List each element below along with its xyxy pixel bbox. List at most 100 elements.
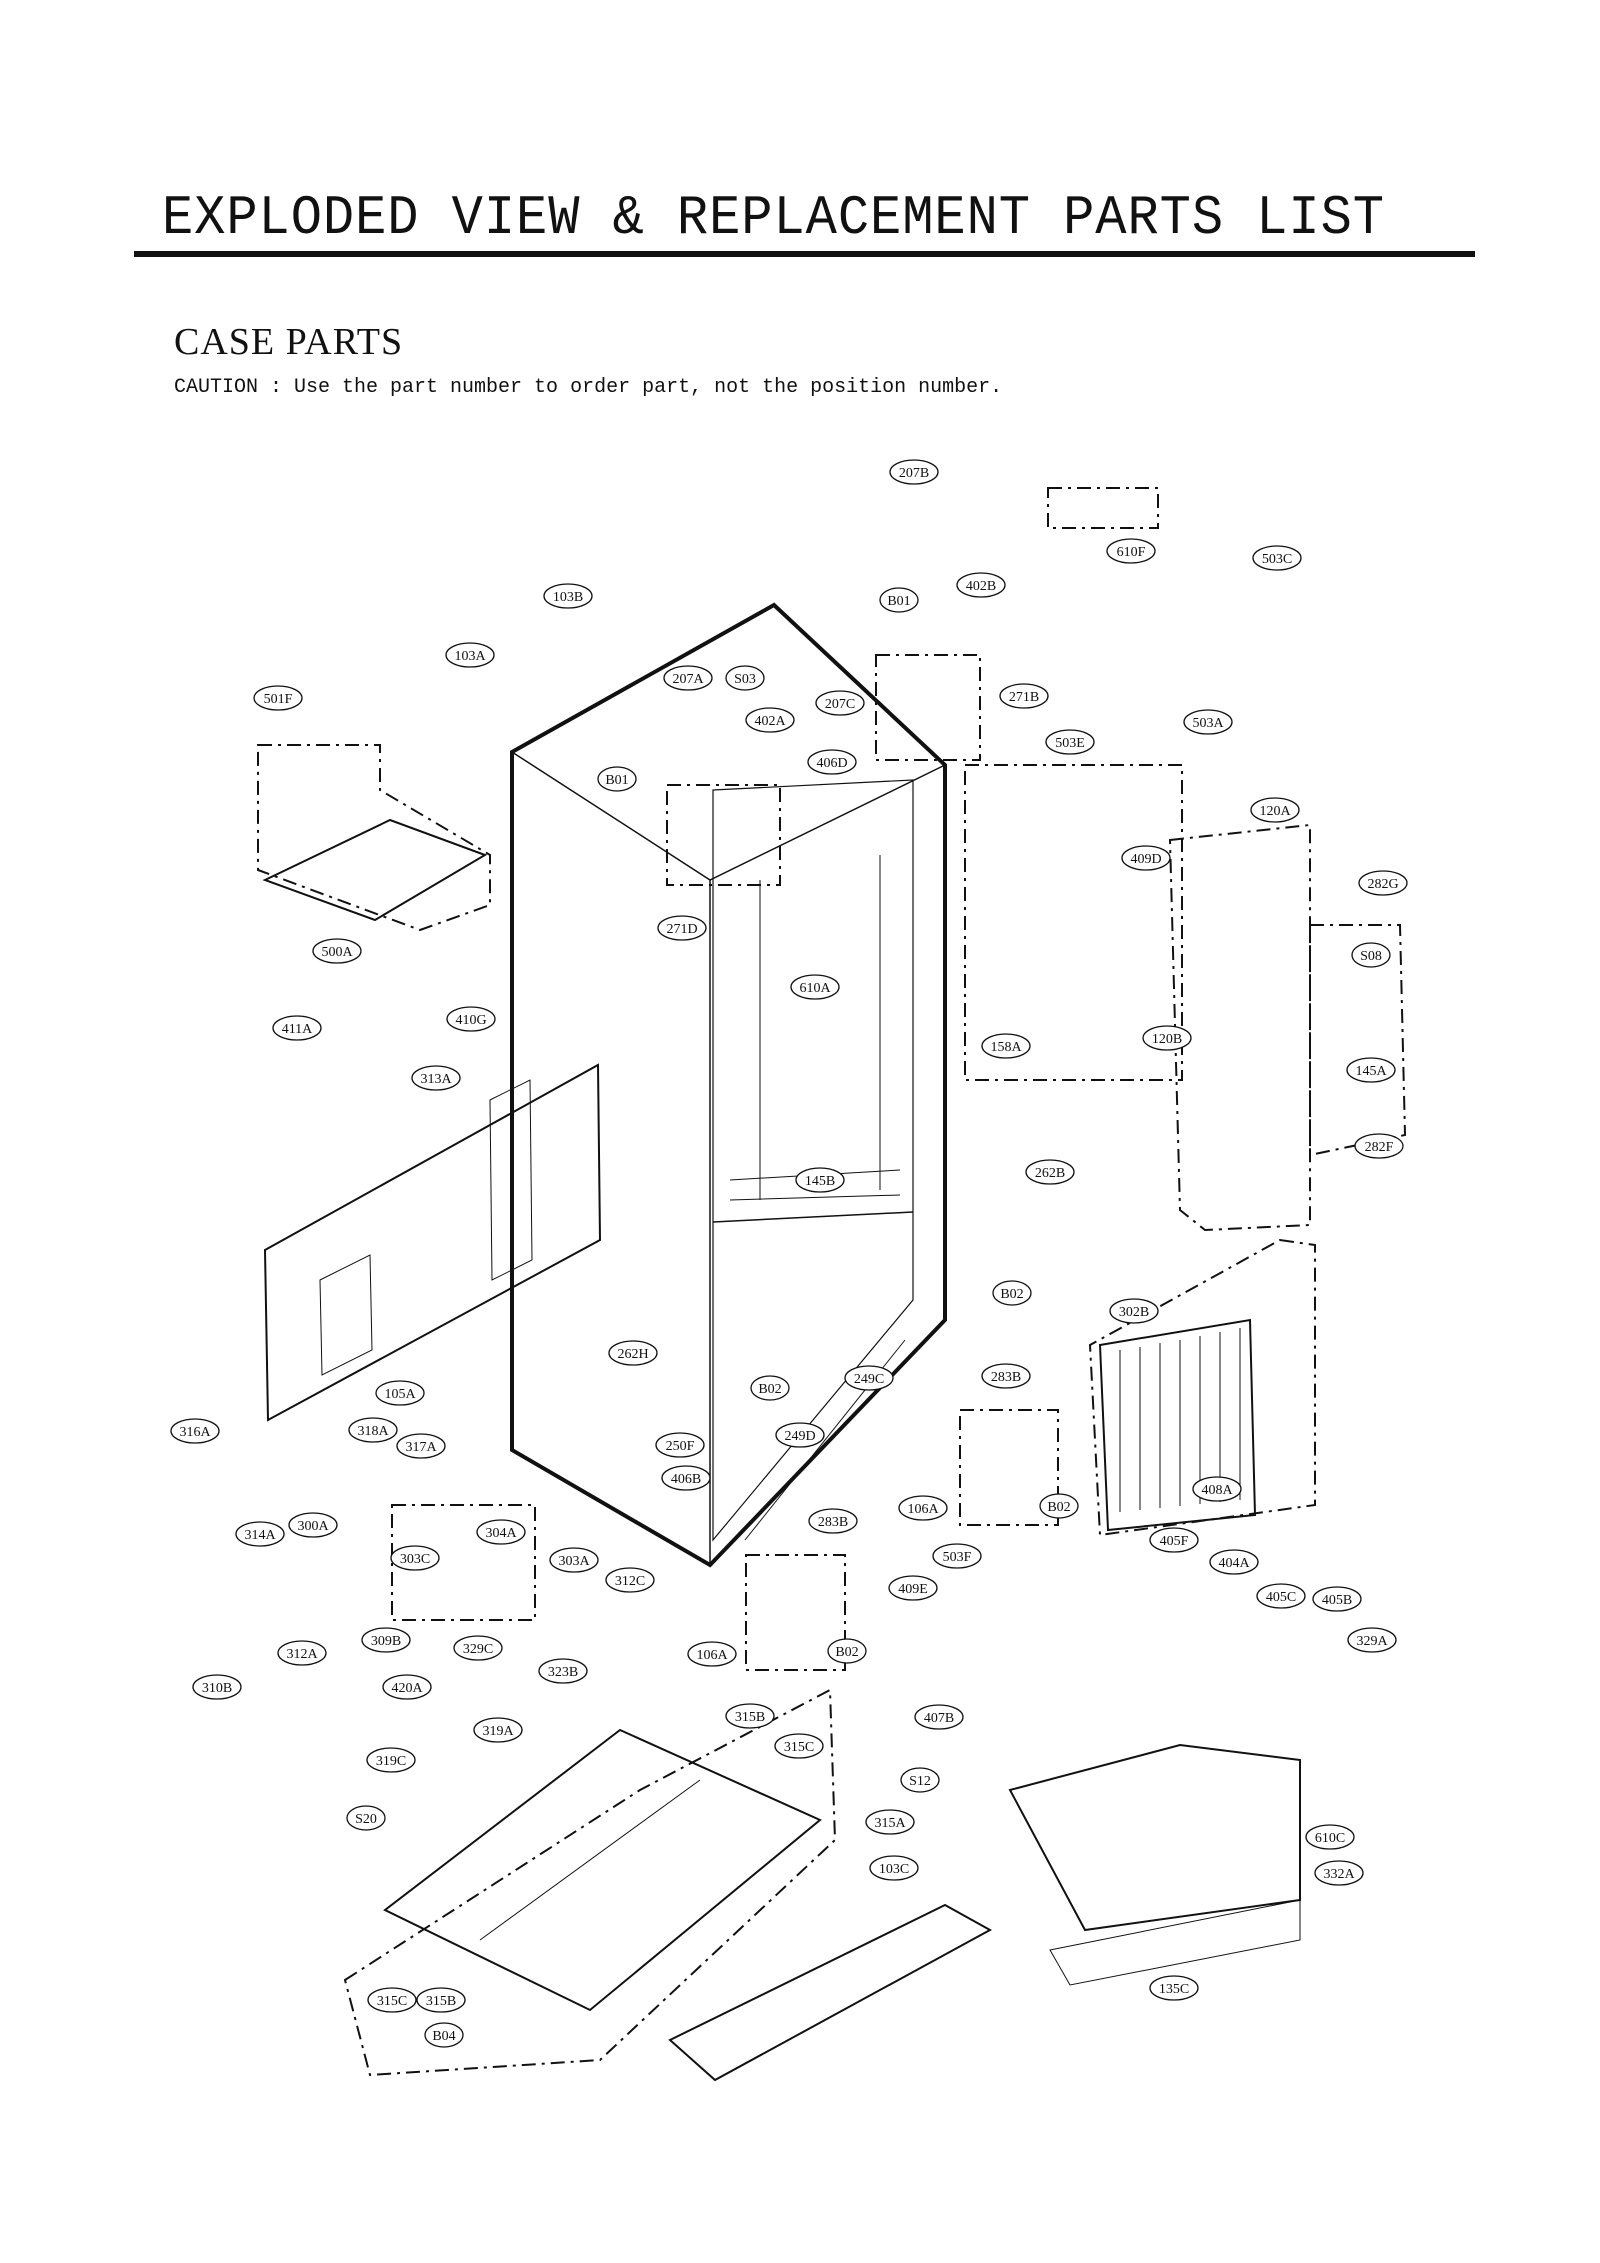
callout-501F: 501F — [253, 685, 303, 711]
callout-302B: 302B — [1109, 1298, 1159, 1324]
callout-312C: 312C — [605, 1567, 655, 1593]
callout-bubble — [549, 1547, 599, 1573]
callout-text: 314A — [244, 1528, 276, 1543]
callout-text: 135C — [1159, 1982, 1189, 1997]
callout-text: 406B — [671, 1472, 701, 1487]
callout-text: 317A — [405, 1440, 437, 1455]
callout-bubble — [1252, 545, 1302, 571]
callout-323B: 323B — [538, 1658, 588, 1684]
callout-420A: 420A — [382, 1674, 432, 1700]
callout-405B: 405B — [1312, 1586, 1362, 1612]
callout-text: 262H — [617, 1347, 648, 1362]
callout-text: 303A — [558, 1554, 590, 1569]
callout-text: 409E — [898, 1582, 928, 1597]
callout-bubble — [361, 1627, 411, 1653]
callout-B02a: B02 — [992, 1280, 1032, 1306]
callout-262B: 262B — [1025, 1159, 1075, 1185]
callout-text: B02 — [758, 1382, 781, 1397]
callout-text: 304A — [485, 1526, 517, 1541]
callout-bubble — [795, 1167, 845, 1193]
callout-text: 282F — [1365, 1140, 1394, 1155]
cabinet-body — [510, 602, 947, 1568]
callout-bubble — [605, 1567, 655, 1593]
callout-text: 318A — [357, 1424, 389, 1439]
callout-text: 405F — [1160, 1534, 1189, 1549]
callout-bubble — [396, 1433, 446, 1459]
callout-text: 319C — [376, 1754, 406, 1769]
callout-text: 207B — [899, 466, 929, 481]
callout-303C: 303C — [390, 1545, 440, 1571]
callout-207B: 207B — [889, 459, 939, 485]
group-503E — [964, 764, 1183, 1081]
callout-bubble — [888, 1575, 938, 1601]
callout-304A: 304A — [476, 1519, 526, 1545]
callout-271B: 271B — [999, 683, 1049, 709]
callout-text: 409D — [1130, 852, 1161, 867]
callout-405C: 405C — [1256, 1583, 1306, 1609]
fan-shroud — [1008, 1743, 1301, 1986]
callout-158A: 158A — [981, 1033, 1031, 1059]
callout-text: S08 — [1360, 949, 1382, 964]
callout-text: B01 — [605, 773, 628, 788]
callout-250F: 250F — [655, 1432, 705, 1458]
callout-309B: 309B — [361, 1627, 411, 1653]
callout-text: B02 — [1047, 1500, 1070, 1515]
callout-text: 405C — [1266, 1590, 1296, 1605]
callout-bubble — [597, 766, 637, 792]
callout-145B: 145B — [795, 1167, 845, 1193]
callout-text: 316A — [179, 1425, 211, 1440]
callout-text: 120B — [1152, 1032, 1182, 1047]
callout-bubble — [476, 1519, 526, 1545]
callout-bubble — [661, 1465, 711, 1491]
group-271B — [875, 654, 981, 761]
group-145A — [1309, 924, 1407, 1157]
callout-bubble — [657, 915, 707, 941]
callout-bubble — [981, 1033, 1031, 1059]
callout-bubble — [775, 1422, 825, 1448]
callout-text: 610F — [1117, 545, 1146, 560]
callout-text: 106A — [907, 1502, 939, 1517]
callout-text: 405B — [1322, 1593, 1352, 1608]
callout-text: 420A — [391, 1681, 423, 1696]
callout-312A: 312A — [277, 1640, 327, 1666]
callout-text: 315B — [735, 1710, 765, 1725]
callout-319A: 319A — [473, 1717, 523, 1743]
callout-315Bb: 315B — [416, 1987, 466, 2013]
callout-text: S03 — [734, 672, 756, 687]
callout-bubble — [808, 1508, 858, 1534]
callout-406D: 406D — [807, 749, 857, 775]
callout-bubble — [889, 459, 939, 485]
callout-bubble — [1305, 1824, 1355, 1850]
callout-332A: 332A — [1314, 1860, 1364, 1886]
callout-S08: S08 — [1351, 942, 1391, 968]
callout-B02d: B02 — [827, 1638, 867, 1664]
callout-text: B02 — [835, 1645, 858, 1660]
callout-text: 300A — [297, 1519, 329, 1534]
callout-bubble — [312, 938, 362, 964]
callout-610F: 610F — [1106, 538, 1156, 564]
callout-text: 207C — [825, 697, 855, 712]
callout-bubble — [663, 665, 713, 691]
callout-bubble — [170, 1418, 220, 1444]
callout-402A: 402A — [745, 707, 795, 733]
callout-text: 103C — [879, 1862, 909, 1877]
callout-bubble — [898, 1495, 948, 1521]
callout-300A: 300A — [288, 1512, 338, 1538]
group-283B-lower — [745, 1554, 846, 1671]
callout-105A: 105A — [375, 1380, 425, 1406]
callout-103C: 103C — [869, 1855, 919, 1881]
group-315A — [343, 1688, 837, 2077]
callout-bubble — [745, 707, 795, 733]
callout-text: 249D — [784, 1429, 815, 1444]
callout-bubble — [807, 749, 857, 775]
callout-bubble — [827, 1638, 867, 1664]
callout-106Ab: 106A — [687, 1641, 737, 1667]
callout-bubble — [538, 1658, 588, 1684]
callout-bubble — [1149, 1975, 1199, 2001]
callout-B02b: B02 — [750, 1375, 790, 1401]
callout-bubble — [1106, 538, 1156, 564]
callout-329A: 329A — [1347, 1627, 1397, 1653]
callout-text: 332A — [1323, 1867, 1355, 1882]
callout-bubble — [900, 1767, 940, 1793]
callout-bubble — [1314, 1860, 1364, 1886]
